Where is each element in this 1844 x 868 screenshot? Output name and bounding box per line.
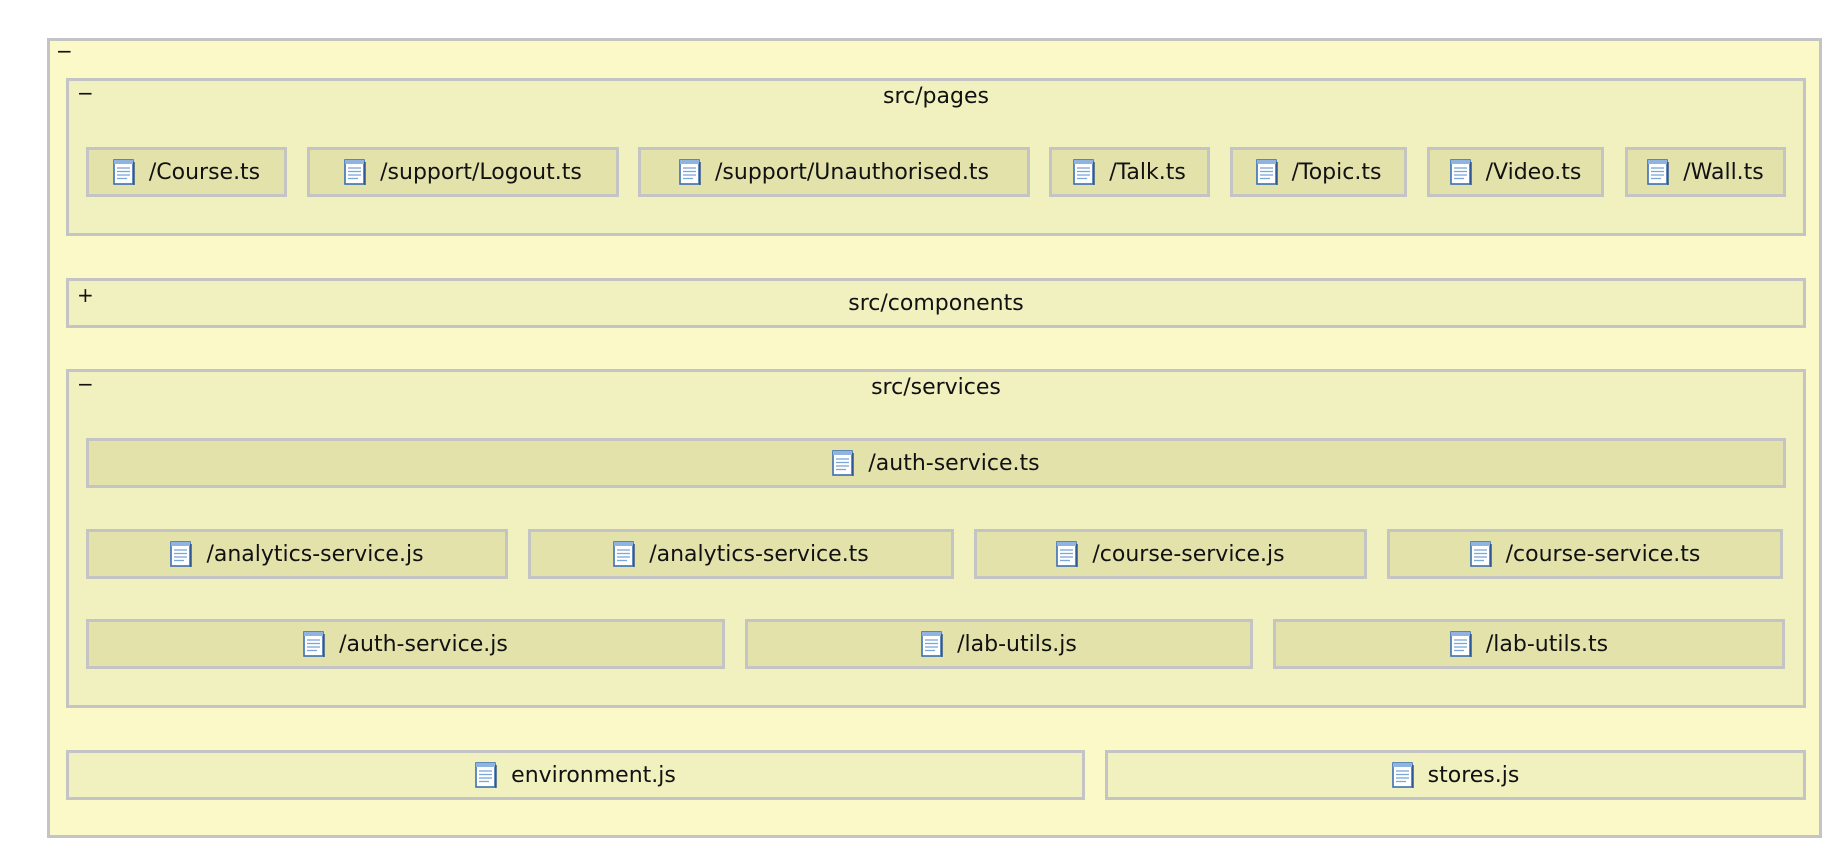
file-label: environment.js: [511, 762, 676, 788]
document-icon: [1450, 631, 1472, 657]
document-icon: [475, 762, 497, 788]
document-icon: [1073, 159, 1095, 185]
file-node[interactable]: /lab-utils.js: [745, 619, 1253, 669]
document-icon: [1450, 159, 1472, 185]
file-label: /lab-utils.ts: [1485, 631, 1609, 657]
document-icon: [1056, 541, 1078, 567]
file-label: /Topic.ts: [1291, 159, 1382, 185]
file-node[interactable]: /course-service.ts: [1387, 529, 1783, 579]
file-label: /analytics-service.js: [206, 541, 424, 567]
file-label: /analytics-service.ts: [649, 541, 869, 567]
file-label: /Talk.ts: [1109, 159, 1186, 185]
file-node[interactable]: /Topic.ts: [1230, 147, 1407, 197]
file-label: /auth-service.js: [339, 631, 508, 657]
file-label: /support/Logout.ts: [380, 159, 582, 185]
document-icon: [113, 159, 135, 185]
document-icon: [679, 159, 701, 185]
file-label: /auth-service.ts: [868, 450, 1040, 476]
file-node[interactable]: /Talk.ts: [1049, 147, 1210, 197]
document-icon: [1392, 762, 1414, 788]
document-icon: [1647, 159, 1669, 185]
root-collapse-toggle[interactable]: −: [56, 39, 73, 63]
file-node[interactable]: /support/Unauthorised.ts: [638, 147, 1030, 197]
file-node[interactable]: /analytics-service.js: [86, 529, 508, 579]
document-icon: [1470, 541, 1492, 567]
file-node[interactable]: /Wall.ts: [1625, 147, 1786, 197]
document-icon: [832, 450, 854, 476]
file-node[interactable]: /support/Logout.ts: [307, 147, 619, 197]
file-node[interactable]: /lab-utils.ts: [1273, 619, 1785, 669]
document-icon: [303, 631, 325, 657]
document-icon: [170, 541, 192, 567]
file-label: /Course.ts: [148, 159, 261, 185]
group-title: src/components: [848, 291, 1024, 316]
document-icon: [613, 541, 635, 567]
file-label: /Wall.ts: [1683, 159, 1764, 185]
file-node[interactable]: environment.js: [66, 750, 1085, 800]
file-node[interactable]: /course-service.js: [974, 529, 1367, 579]
document-icon: [921, 631, 943, 657]
components-expand-toggle[interactable]: +: [77, 283, 94, 307]
file-node[interactable]: /analytics-service.ts: [528, 529, 954, 579]
pages-collapse-toggle[interactable]: −: [77, 81, 94, 105]
file-node[interactable]: /auth-service.ts: [86, 438, 1786, 488]
file-node[interactable]: /auth-service.js: [86, 619, 725, 669]
services-collapse-toggle[interactable]: −: [77, 372, 94, 396]
file-label: stores.js: [1427, 762, 1520, 788]
file-label: /Video.ts: [1485, 159, 1582, 185]
file-node[interactable]: /Course.ts: [86, 147, 287, 197]
document-icon: [1256, 159, 1278, 185]
group-title: src/pages: [883, 84, 989, 109]
file-label: /course-service.js: [1092, 541, 1285, 567]
document-icon: [344, 159, 366, 185]
file-node[interactable]: /Video.ts: [1427, 147, 1604, 197]
file-label: /lab-utils.js: [957, 631, 1077, 657]
group-title: src/services: [871, 375, 1001, 400]
file-label: /course-service.ts: [1505, 541, 1701, 567]
file-label: /support/Unauthorised.ts: [715, 159, 989, 185]
group-src-components[interactable]: + src/components: [66, 278, 1806, 328]
file-node[interactable]: stores.js: [1105, 750, 1806, 800]
